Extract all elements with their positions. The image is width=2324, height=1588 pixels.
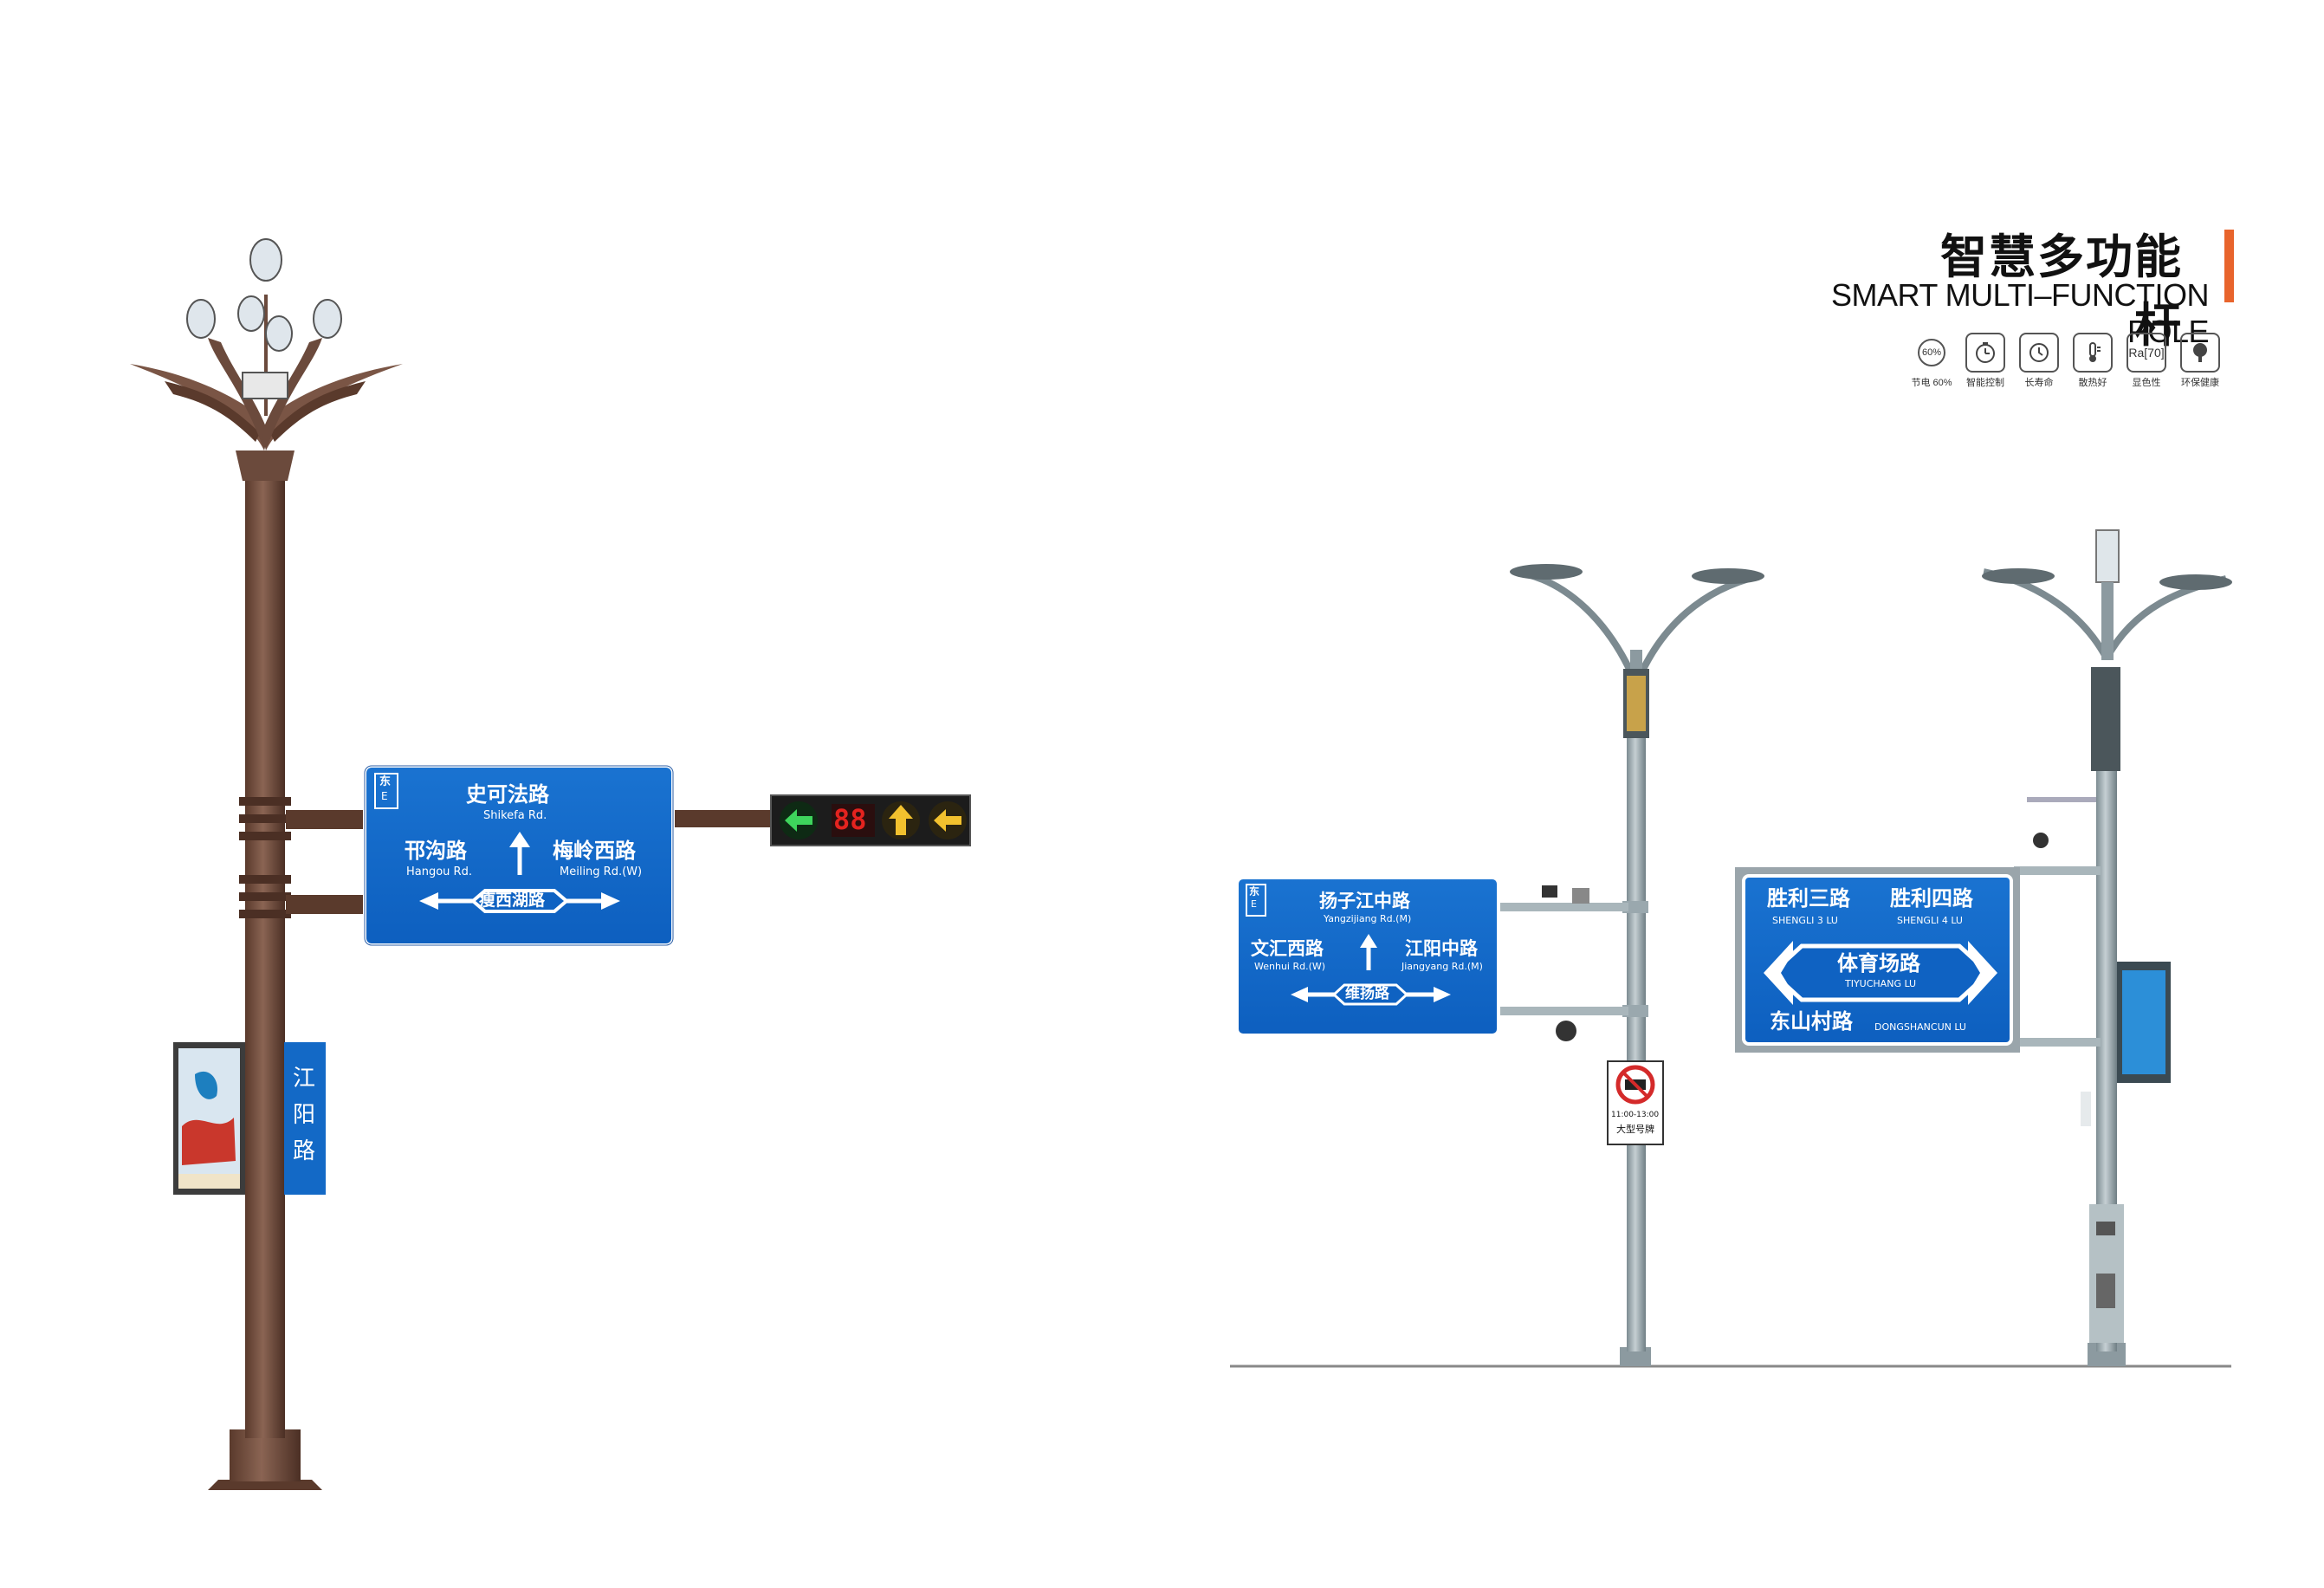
sign-right-road-en: Jiangyang Rd.(M) (1402, 961, 1483, 972)
countdown-display: 88 (833, 803, 867, 836)
sign-bottom-road: 瘦西湖路 (479, 891, 546, 910)
right-guide-sign (1735, 867, 2020, 1053)
feature-smart-control: 智能控制 (1962, 333, 2009, 389)
sign-top-road-en: Yangzijiang Rd.(M) (1324, 913, 1412, 924)
feature-label: 节电 60% (1911, 378, 1952, 388)
clock-icon (1965, 333, 2005, 373)
banner-char: 阳 (293, 1102, 316, 1128)
page-title: 智慧多功能杆 (1940, 231, 2183, 352)
traffic-signal (770, 794, 971, 846)
sign-bottom-road: 东山村路 (1770, 1009, 1853, 1034)
sign-center-road-en: TIYUCHANG LU (1845, 978, 1917, 989)
sign-top-right-road: 胜利四路 (1890, 886, 1973, 911)
sign-left-road-en: Wenhui Rd.(W) (1254, 961, 1326, 972)
banner-char: 江 (293, 1066, 316, 1092)
sign-center-road: 体育场路 (1837, 951, 1920, 975)
sign-top-road: 史可法路 (466, 782, 549, 807)
feature-label: 散热好 (2078, 378, 2107, 388)
feature-badges: 60% 节电 60% 智能控制 长寿命 散热好 Ra[70] 显色性 环保健康 (1908, 333, 2224, 389)
feature-heat-dissipation: 散热好 (2069, 333, 2116, 389)
banner-char: 路 (293, 1138, 316, 1164)
feature-color-rendering: Ra[70] 显色性 (2123, 333, 2170, 389)
sign-top-right-road-en: SHENGLI 4 LU (1897, 915, 1963, 926)
direction-marker-en: E (1251, 898, 1257, 910)
accent-bar (2224, 230, 2234, 302)
left-guide-sign (363, 764, 675, 947)
right-pole (1982, 529, 2232, 1366)
sign-left-road-en: Hangou Rd. (406, 865, 472, 878)
sign-bottom-road: 维扬路 (1345, 985, 1389, 1002)
sign-top-left-road: 胜利三路 (1767, 886, 1850, 911)
timer-icon (2019, 333, 2059, 373)
restriction-time: 11:00-13:00 (1611, 1111, 1660, 1119)
feature-eco: 环保健康 (2177, 333, 2224, 389)
sign-left-road: 文汇西路 (1251, 938, 1324, 959)
sign-right-road: 江阳中路 (1405, 938, 1478, 959)
feature-energy: 60% 节电 60% (1908, 333, 1955, 389)
ra-icon: Ra[70] (2127, 333, 2166, 373)
direction-marker-en: E (381, 790, 388, 802)
sign-bottom-road-en: DONGSHANCUN LU (1874, 1021, 1966, 1033)
middle-guide-sign (1235, 876, 1500, 1037)
feature-label: 环保健康 (2181, 378, 2219, 388)
sign-left-road: 邗沟路 (405, 839, 467, 863)
direction-marker-cn: 东 (379, 775, 392, 788)
sign-right-road-en: Meiling Rd.(W) (560, 865, 643, 878)
feature-label: 长寿命 (2024, 378, 2054, 388)
feature-label: 显色性 (2132, 378, 2161, 388)
direction-marker-cn: 东 (1249, 885, 1260, 898)
street-name-banner (284, 1042, 326, 1195)
sign-top-left-road-en: SHENGLI 3 LU (1772, 915, 1838, 926)
tree-icon (2180, 333, 2220, 373)
sign-top-road-en: Shikefa Rd. (483, 809, 547, 822)
percent-icon: 60% (1918, 339, 1945, 366)
feature-long-life: 长寿命 (2016, 333, 2062, 389)
left-pole (130, 238, 771, 1490)
thermometer-icon (2073, 333, 2113, 373)
sign-right-road: 梅岭西路 (553, 839, 636, 863)
middle-pole (1499, 564, 1764, 1366)
sign-top-road: 扬子江中路 (1319, 891, 1410, 911)
feature-label: 智能控制 (1966, 378, 2004, 388)
restriction-text: 大型号牌 (1616, 1124, 1654, 1135)
page-subtitle: SMART MULTI–FUNCTION POLE (1830, 277, 2210, 349)
